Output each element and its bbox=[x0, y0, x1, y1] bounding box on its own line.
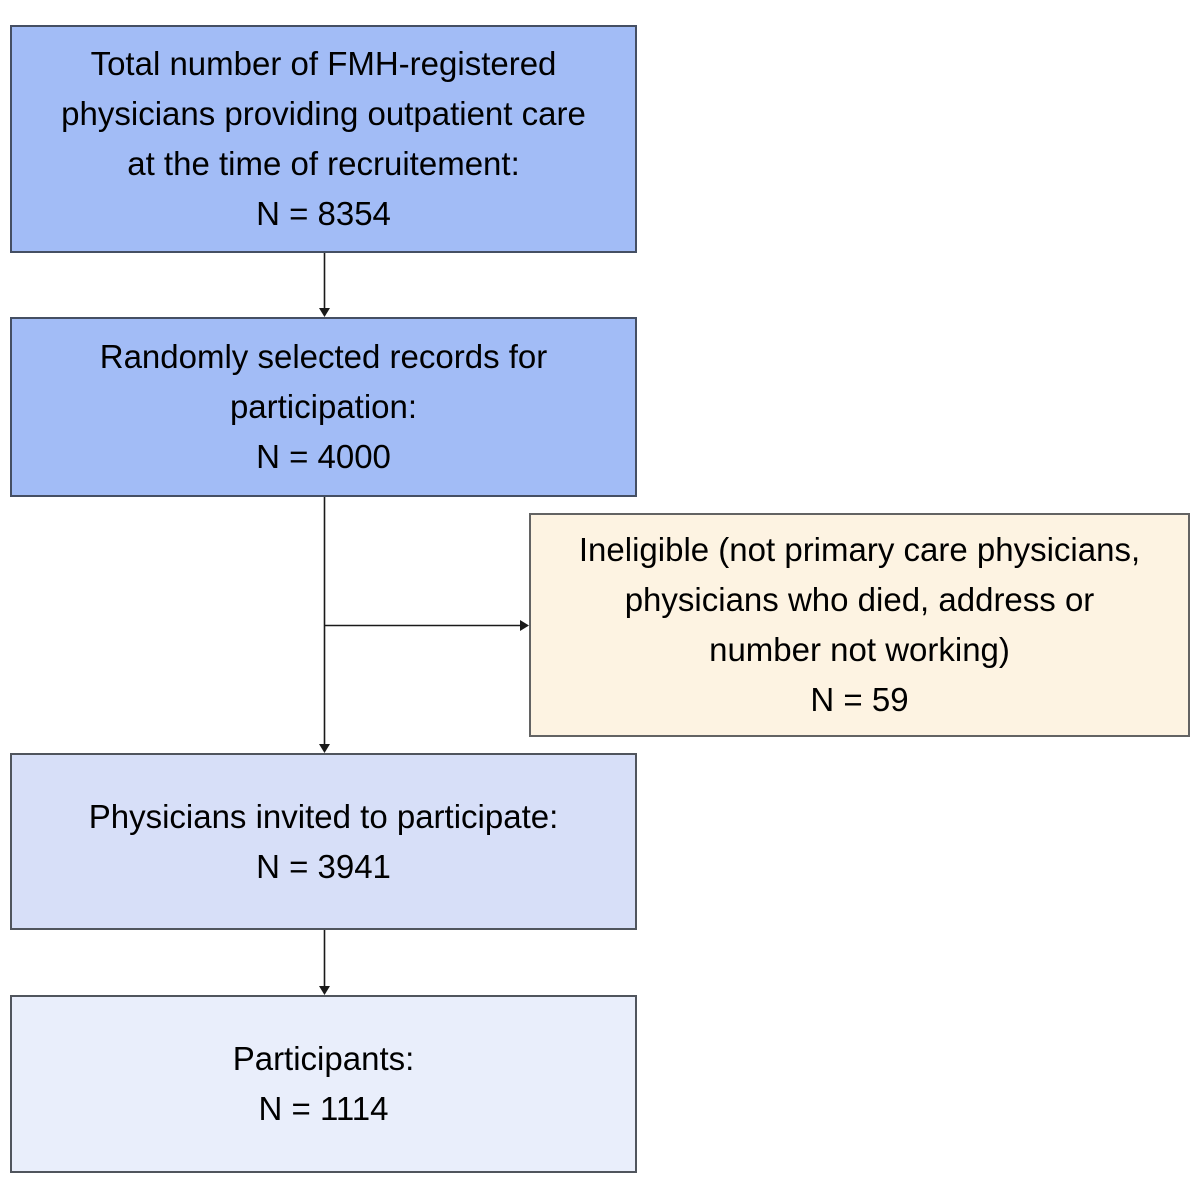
box-ineligible: Ineligible (not primary care physicians,… bbox=[529, 513, 1190, 737]
box-text-line: physicians providing outpatient care bbox=[61, 95, 586, 132]
box-text-line: at the time of recruitement: bbox=[127, 145, 520, 182]
box-text-line: physicians who died, address or bbox=[624, 581, 1095, 618]
box-invited: Physicians invited to participate: N = 3… bbox=[10, 753, 637, 930]
box-text-line: number not working) bbox=[709, 631, 1010, 668]
arrowhead-down-icon bbox=[319, 308, 330, 317]
box-total-registered: Total number of FMH-registered physician… bbox=[10, 25, 637, 253]
arrowhead-down-icon bbox=[319, 744, 330, 753]
box-text-line: participation: bbox=[229, 388, 418, 425]
box-n-value: N = 3941 bbox=[256, 847, 391, 885]
box-text-line: Participants: bbox=[232, 1040, 415, 1077]
box-text-line: Physicians invited to participate: bbox=[88, 797, 559, 835]
box-n-value: N = 4000 bbox=[256, 438, 391, 475]
arrowhead-right-icon bbox=[520, 620, 529, 631]
box-n-value: N = 8354 bbox=[256, 195, 391, 232]
box-text-line: Randomly selected records for bbox=[99, 338, 548, 375]
box-n-value: N = 1114 bbox=[258, 1090, 389, 1127]
box-text-line: Ineligible (not primary care physicians, bbox=[578, 531, 1141, 568]
box-randomly-selected: Randomly selected records for participat… bbox=[10, 317, 637, 497]
box-text-line: Total number of FMH-registered bbox=[90, 45, 557, 82]
box-n-value: N = 59 bbox=[810, 681, 909, 718]
arrowhead-down-icon bbox=[319, 986, 330, 995]
box-participants: Participants: N = 1114 bbox=[10, 995, 637, 1173]
